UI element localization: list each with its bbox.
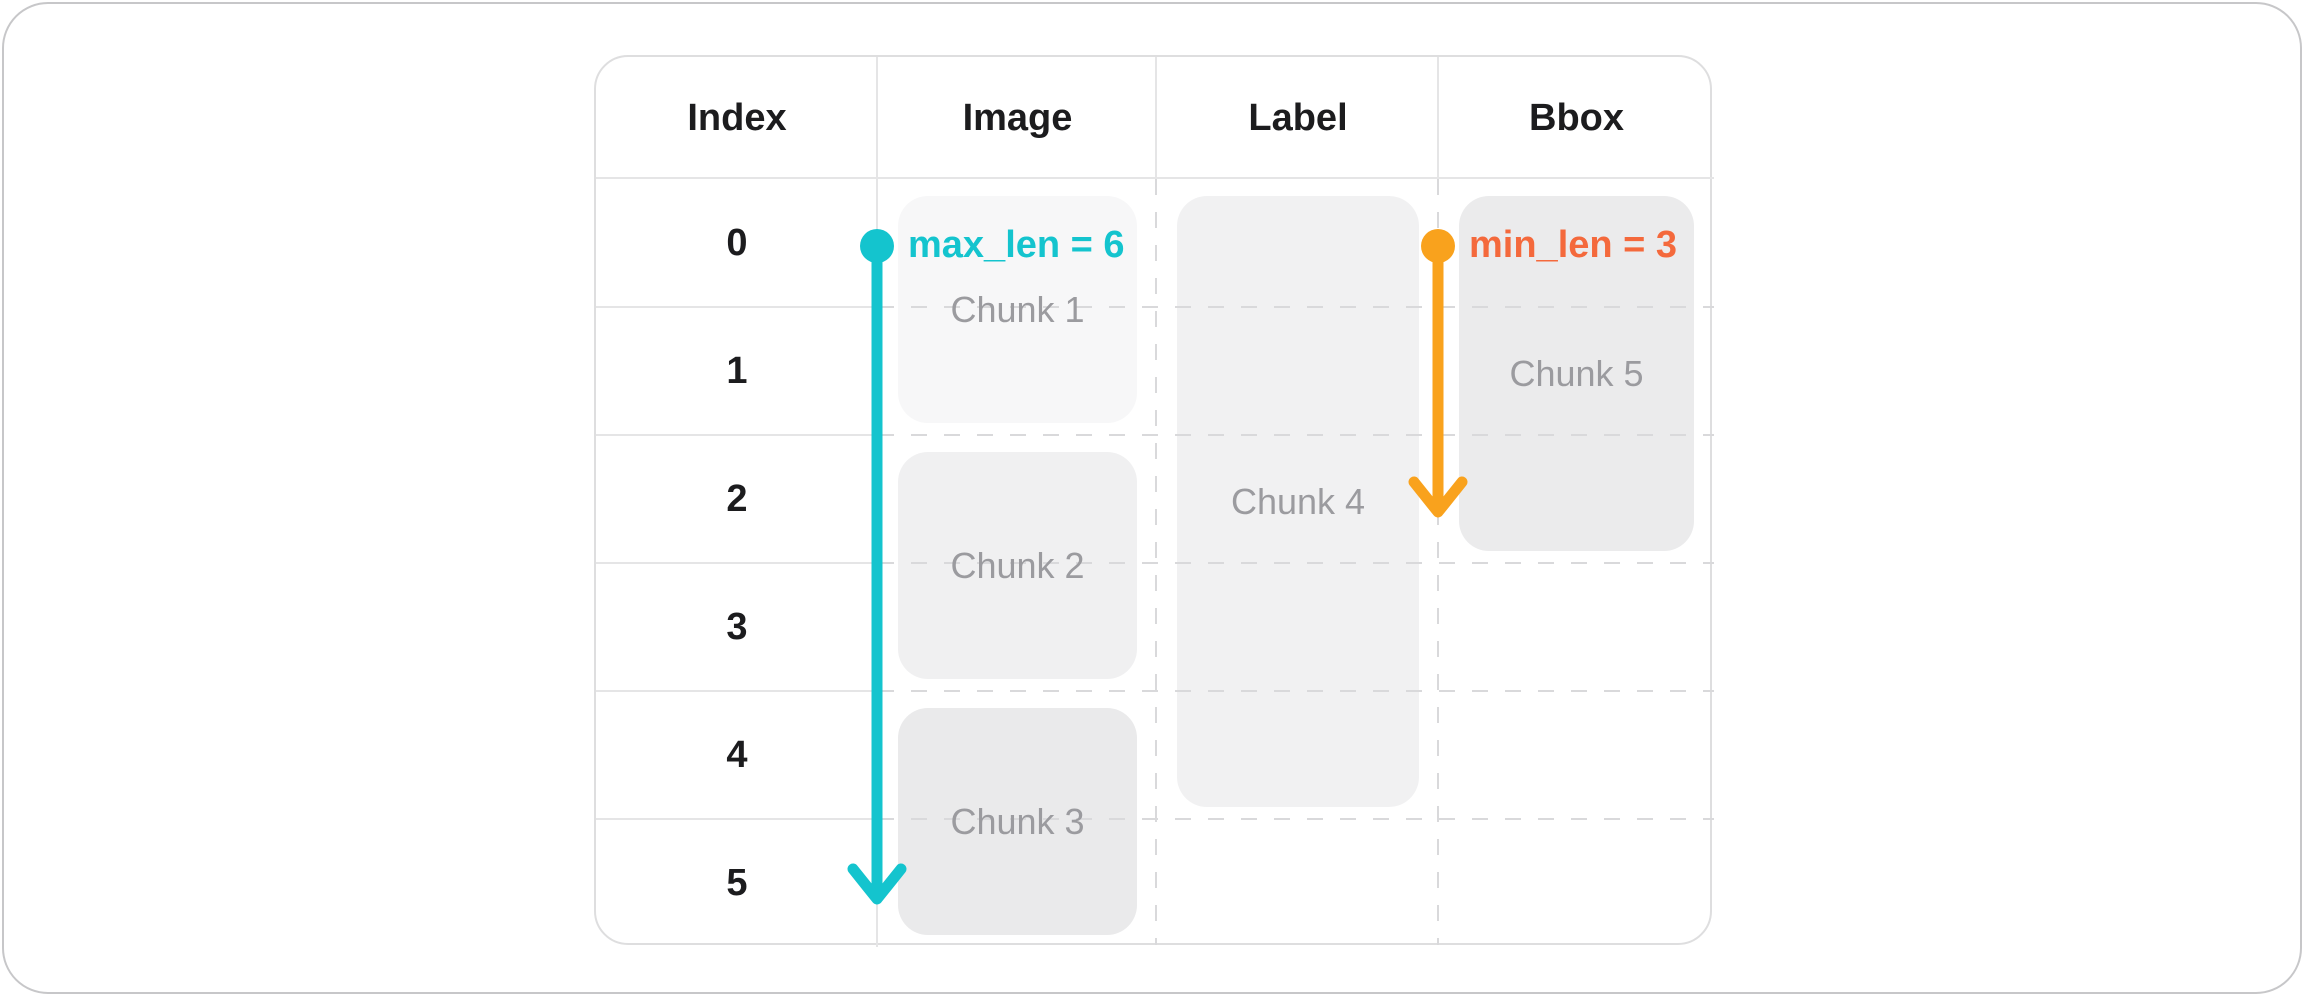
chunk-1-label: Chunk 1 [950,288,1085,330]
chunk-table: Index Image Label Bbox 0 1 2 3 4 5 [594,55,1714,947]
chunk-2-label: Chunk 2 [950,544,1085,586]
index-cell-1: 1 [726,349,748,392]
index-cell-2: 2 [726,477,748,520]
chunk-5-label: Chunk 5 [1509,352,1644,394]
chunk-3-label: Chunk 3 [950,800,1085,842]
index-cell-4: 4 [726,733,748,776]
max-len-label: max_len = 6 [908,224,1125,266]
column-divider-image-label-header [1155,57,1157,179]
column-header-bbox: Bbox [1529,96,1624,139]
column-divider-index-image [876,57,878,947]
chunk-1-box [898,196,1137,423]
chunk-3-box [898,708,1137,935]
index-cell-3: 3 [726,605,748,648]
row-divider-solid [596,306,878,308]
row-divider-dashed [878,690,1714,692]
column-divider-label-bbox-header [1437,57,1439,179]
row-divider-solid [596,818,878,820]
min-len-label: min_len = 3 [1469,224,1678,266]
row-divider-dashed [878,306,1714,308]
chunk-4-box [1177,196,1419,807]
chunk-4-label: Chunk 4 [1230,480,1366,522]
row-divider-solid [596,690,878,692]
column-header-index: Index [687,96,787,139]
index-cell-5: 5 [726,861,748,904]
column-header-label: Label [1248,96,1348,139]
index-cell-0: 0 [726,221,748,264]
row-divider-dashed [878,818,1714,820]
row-divider-dashed [878,434,1714,436]
chunk-2-box [898,452,1137,679]
column-header-image: Image [962,96,1073,139]
chunk-5-box [1459,196,1694,551]
row-divider-solid [596,434,878,436]
row-divider-solid [596,562,878,564]
row-divider-dashed [878,562,1714,564]
